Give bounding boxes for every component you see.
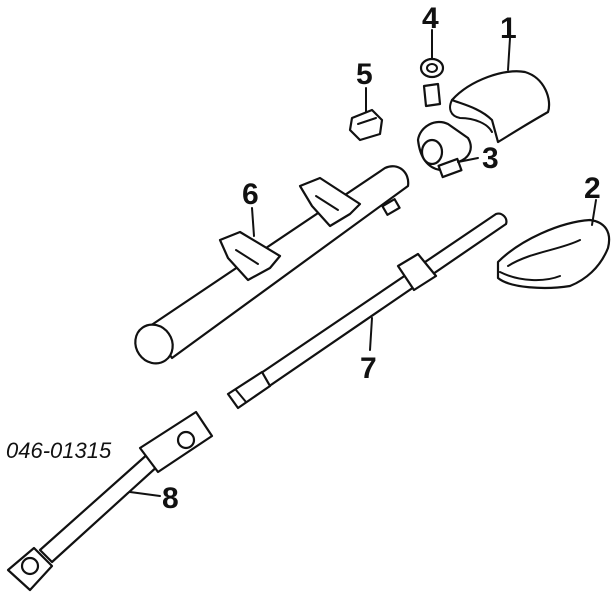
part-1-upper-shroud	[449, 70, 551, 144]
callout-8: 8	[162, 482, 179, 515]
callout-3: 3	[482, 142, 499, 175]
callout-6: 6	[242, 178, 259, 211]
callout-5: 5	[356, 58, 373, 91]
part-6-column-jacket	[134, 165, 410, 365]
part-7-steering-shaft	[226, 212, 508, 410]
callout-4: 4	[422, 2, 439, 35]
diagram-code: 046-01315	[6, 438, 112, 463]
callout-2: 2	[584, 172, 601, 205]
part-2-lower-shroud	[496, 218, 611, 290]
callout-7: 7	[360, 352, 377, 385]
part-8-intermediate-shaft	[6, 410, 214, 592]
part-3-clamp-assembly	[416, 120, 472, 179]
part-5-bracket	[348, 108, 384, 142]
leader-lines	[129, 29, 597, 497]
callout-1: 1	[500, 12, 517, 45]
part-4-fitting	[419, 57, 445, 108]
